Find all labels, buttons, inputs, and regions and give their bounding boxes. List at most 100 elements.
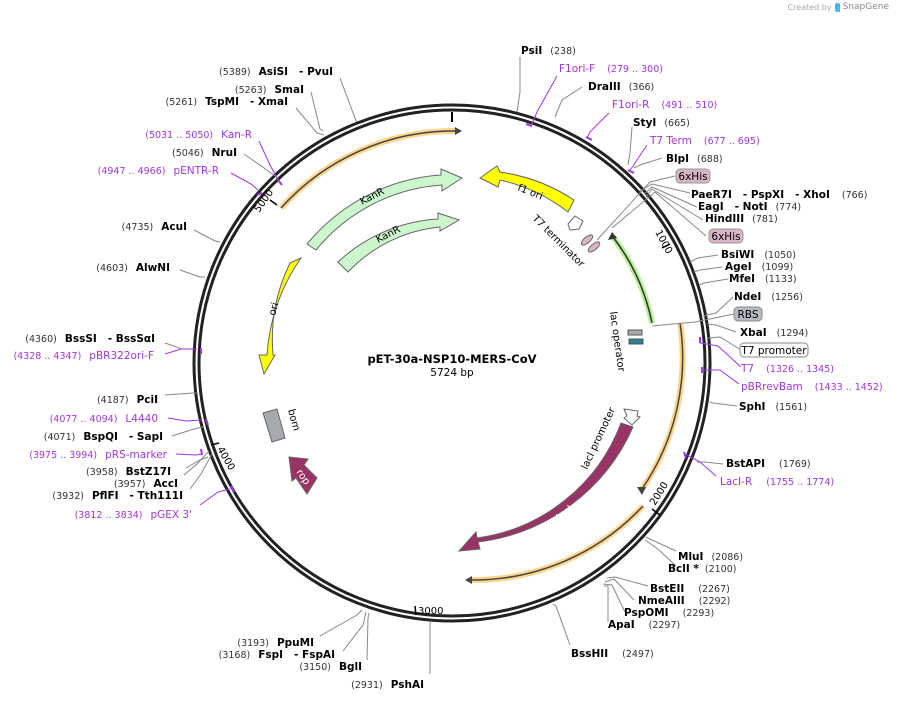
enzyme-nruI[interactable]: (5046)NruI	[172, 147, 237, 159]
svg-text:(3168)FspI - FspAI: (3168)FspI - FspAI	[219, 649, 335, 661]
boxed-6xhis-1[interactable]: 6xHis	[675, 168, 711, 184]
svg-text:BlpI(688): BlpI(688)	[666, 153, 723, 165]
enzyme-xbaI[interactable]: XbaI(1294)	[740, 327, 808, 339]
svg-text:RBS: RBS	[738, 309, 759, 321]
primer-pbr322ori-f[interactable]: (4328 .. 4347)pBR322ori-F	[13, 350, 154, 362]
svg-text:(4947 .. 4966)pENTR-R: (4947 .. 4966)pENTR-R	[98, 165, 219, 177]
snapgene-credit: Created by SnapGene	[788, 2, 889, 12]
primer-f1ori-r[interactable]: F1ori-R(491 .. 510)	[612, 99, 717, 111]
enzyme-eagI[interactable]: EagI - NotI(774)	[698, 201, 801, 213]
svg-text:ApaI(2297): ApaI(2297)	[608, 619, 680, 631]
svg-text:(4071)BspQI - SapI: (4071)BspQI - SapI	[44, 431, 163, 443]
enzyme-bstZ17I[interactable]: (3958)BstZ17I	[86, 466, 171, 478]
enzyme-blpI[interactable]: BlpI(688)	[666, 153, 723, 165]
svg-text:DraIII(366): DraIII(366)	[588, 81, 654, 93]
svg-text:F1ori-F(279 .. 300): F1ori-F(279 .. 300)	[559, 63, 663, 75]
enzyme-ndeI[interactable]: NdeI(1256)	[734, 291, 803, 303]
scale-ticks: 1000 2000 3000 4000 5000	[210, 188, 674, 617]
feature-label-bom: bom	[285, 408, 301, 432]
svg-text:T7 Term(677 .. 695): T7 Term(677 .. 695)	[649, 135, 760, 147]
enzyme-ppuMI[interactable]: (3193)PpuMI	[237, 637, 314, 649]
svg-text:PspOMI(2293): PspOMI(2293)	[624, 607, 714, 619]
enzyme-acuI[interactable]: (4735)AcuI	[122, 221, 187, 233]
enzyme-bstEII[interactable]: BstEII(2267)	[650, 583, 730, 595]
enzyme-bglI[interactable]: (3150)BglI	[299, 661, 362, 673]
svg-text:(4603)AlwNI: (4603)AlwNI	[96, 262, 170, 274]
enzyme-paer7i[interactable]: PaeR7I - PspXI - XhoI(766)	[691, 189, 867, 201]
svg-text:F1ori-R(491 .. 510): F1ori-R(491 .. 510)	[612, 99, 717, 111]
enzyme-mfeI[interactable]: MfeI(1133)	[729, 273, 797, 285]
enzyme-asiSI[interactable]: (5389)AsiSI - PvuI	[219, 66, 333, 78]
primer-kan-r[interactable]: (5031 .. 5050)Kan-R	[145, 129, 252, 141]
enzyme-nmeAIII[interactable]: NmeAIII(2292)	[638, 595, 730, 607]
plasmid-name: pET-30a-NSP10-MERS-CoV	[367, 352, 536, 366]
primer-laci-r[interactable]: LacI-R(1755 .. 1774)	[720, 476, 834, 488]
svg-text:6xHis: 6xHis	[678, 171, 707, 183]
svg-text:(4735)AcuI: (4735)AcuI	[122, 221, 187, 233]
enzyme-styI[interactable]: StyI(665)	[633, 117, 690, 129]
enzyme-tspMI[interactable]: (5261)TspMI - XmaI	[166, 96, 289, 108]
enzyme-draIII[interactable]: DraIII(366)	[588, 81, 654, 93]
boxed-t7-promoter[interactable]: T7 promoter	[739, 342, 809, 358]
insert-orf-arc	[608, 232, 655, 324]
svg-text:SphI(1561): SphI(1561)	[739, 401, 807, 413]
enzyme-mluI[interactable]: MluI(2086)	[678, 551, 743, 563]
enzyme-bclI[interactable]: BclI *(2100)	[668, 563, 736, 575]
enzyme-hindIII[interactable]: HindIII(781)	[705, 213, 778, 225]
svg-text:(5261)TspMI - XmaI: (5261)TspMI - XmaI	[166, 96, 289, 108]
primer-pbrrevbam[interactable]: pBRrevBam(1433 .. 1452)	[741, 381, 883, 393]
enzyme-pspOMI[interactable]: PspOMI(2293)	[624, 607, 714, 619]
primer-t7[interactable]: T7(1326 .. 1345)	[740, 363, 834, 375]
primer-t7term[interactable]: T7 Term(677 .. 695)	[649, 135, 760, 147]
enzyme-ageI[interactable]: AgeI(1099)	[725, 261, 793, 273]
enzyme-bsiWI[interactable]: BsiWI(1050)	[721, 249, 796, 261]
primer-l4440[interactable]: (4077 .. 4094)L4440	[50, 413, 158, 425]
enzyme-sphI[interactable]: SphI(1561)	[739, 401, 807, 413]
enzyme-bssHII[interactable]: BssHII(2497)	[571, 648, 654, 660]
feature-t7-terminator: T7 terminator	[529, 213, 587, 271]
plasmid-length: 5724 bp	[430, 367, 474, 379]
svg-text:(4360)BssSI - BssSαI: (4360)BssSI - BssSαI	[25, 333, 155, 345]
feature-rop: rop	[288, 456, 318, 495]
enzyme-bssSI[interactable]: (4360)BssSI - BssSαI	[25, 333, 155, 345]
boxed-rbs[interactable]: RBS	[733, 306, 763, 322]
primer-f1ori-f[interactable]: F1ori-F(279 .. 300)	[559, 63, 663, 75]
svg-text:T7(1326 .. 1345): T7(1326 .. 1345)	[740, 363, 834, 375]
credit-prefix: Created by	[787, 2, 832, 12]
primer-pgex3[interactable]: (3812 .. 3834)pGEX 3'	[75, 509, 192, 521]
enzyme-alwNI[interactable]: (4603)AlwNI	[96, 262, 170, 274]
svg-text:MfeI(1133): MfeI(1133)	[729, 273, 797, 285]
svg-text:PaeR7I - PspXI - XhoI(766): PaeR7I - PspXI - XhoI(766)	[691, 189, 867, 201]
enzyme-fspI[interactable]: (3168)FspI - FspAI	[219, 649, 335, 661]
enzyme-accI[interactable]: (3957)AccI	[114, 478, 178, 490]
primer-prs-marker[interactable]: (3975 .. 3994)pRS-marker	[29, 449, 167, 461]
enzyme-pflFI[interactable]: (3932)PflFI - Tth111I	[52, 490, 183, 502]
enzyme-pciI[interactable]: (4187)PciI	[97, 394, 158, 406]
enzyme-pshAI[interactable]: (2931)PshAI	[351, 679, 424, 691]
svg-text:6xHis: 6xHis	[711, 231, 740, 243]
svg-text:AgeI(1099): AgeI(1099)	[725, 261, 793, 273]
svg-text:NdeI(1256): NdeI(1256)	[734, 291, 803, 303]
feature-kanR-inner: KanR	[337, 212, 461, 273]
svg-text:(3812 .. 3834)pGEX 3': (3812 .. 3834)pGEX 3'	[75, 509, 192, 521]
enzyme-bstAPI[interactable]: BstAPI(1769)	[726, 458, 811, 470]
enzyme-apaI[interactable]: ApaI(2297)	[608, 619, 680, 631]
svg-text:(5389)AsiSI - PvuI: (5389)AsiSI - PvuI	[219, 66, 333, 78]
svg-text:(2931)PshAI: (2931)PshAI	[351, 679, 424, 691]
enzyme-bspQI[interactable]: (4071)BspQI - SapI	[44, 431, 163, 443]
primer-pentr-r[interactable]: (4947 .. 4966)pENTR-R	[98, 165, 219, 177]
svg-text:LacI-R(1755 .. 1774): LacI-R(1755 .. 1774)	[720, 476, 834, 488]
svg-text:BstEII(2267): BstEII(2267)	[650, 583, 730, 595]
feature-lac-operator: lac operator	[607, 311, 644, 373]
svg-text:(4077 .. 4094)L4440: (4077 .. 4094)L4440	[50, 413, 158, 425]
feature-f1ori: f1 ori	[479, 165, 575, 213]
enzyme-psiI[interactable]: PsiI(238)	[521, 45, 576, 57]
svg-text:(5263)SmaI: (5263)SmaI	[235, 84, 304, 96]
boxed-6xhis-2[interactable]: 6xHis	[708, 228, 744, 244]
feature-bom: bom	[262, 408, 301, 443]
enzyme-smaI[interactable]: (5263)SmaI	[235, 84, 304, 96]
snapgene-logo-icon	[834, 2, 840, 12]
orf-arcs	[278, 127, 686, 584]
feature-label-ori: ori	[267, 301, 281, 316]
